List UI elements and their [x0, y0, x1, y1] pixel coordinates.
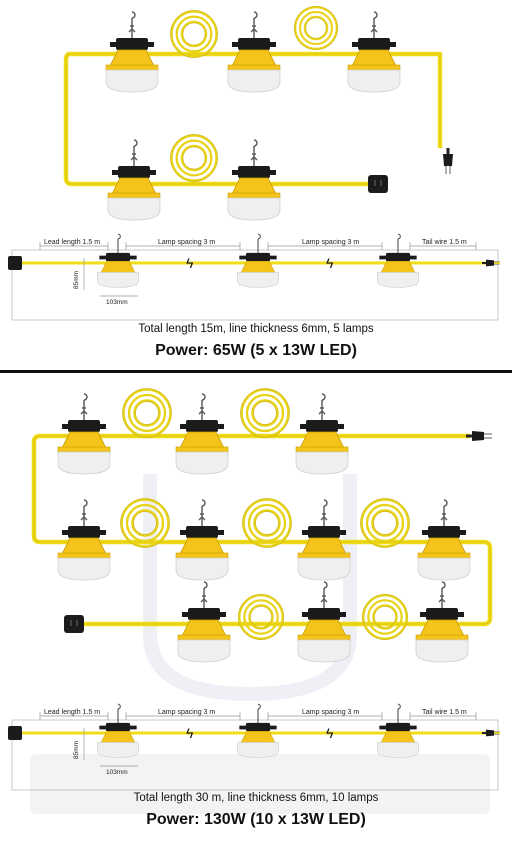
socket-icon	[64, 615, 84, 633]
width-dimension-label: 103mm	[106, 299, 128, 306]
top-panel: ϟ ϟ Lead length 1.5 m Lamp spacing 3 m L…	[0, 0, 512, 370]
lamp-icon	[96, 233, 140, 288]
socket-icon	[8, 726, 22, 740]
coil-icon	[359, 497, 411, 549]
bottom-string-diagram: ϟ ϟ Lead length 1.5 m Lamp spacing 3 m L…	[8, 387, 501, 791]
width-dimension-label: 103mm	[106, 769, 128, 776]
lamp-icon	[107, 139, 161, 221]
coil-icon	[293, 5, 339, 51]
plug-icon	[466, 429, 494, 443]
break-icon: ϟ	[186, 255, 194, 271]
lead-length-label: Lead length 1.5 m	[44, 709, 100, 716]
tail-wire-label: Tail wire 1.5 m	[422, 709, 467, 716]
break-icon: ϟ	[326, 725, 334, 741]
lamp-icon	[376, 233, 420, 288]
coil-icon	[169, 133, 219, 183]
lamp-icon	[96, 703, 140, 758]
coil-icon	[237, 593, 285, 641]
height-dimension-label: 85mm	[73, 741, 80, 759]
lamp-icon	[236, 703, 280, 758]
socket-icon	[368, 175, 388, 193]
tail-wire-label: Tail wire 1.5 m	[422, 239, 467, 246]
socket-icon	[8, 256, 22, 270]
break-icon: ϟ	[326, 255, 334, 271]
dimension-schematic: ϟ ϟ Lead length 1.5 m Lamp spacing 3 m L…	[8, 233, 501, 321]
coil-icon	[169, 9, 219, 59]
bottom-panel: ϟ ϟ Lead length 1.5 m Lamp spacing 3 m L…	[0, 374, 512, 850]
coil-icon	[361, 593, 409, 641]
coil-icon	[239, 387, 291, 439]
coil-icon	[121, 387, 173, 439]
lamp-spacing-label: Lamp spacing 3 m	[158, 709, 215, 716]
lamp-icon	[376, 703, 420, 758]
coil-icon	[241, 497, 293, 549]
plug-icon	[441, 148, 455, 176]
panel-divider	[0, 370, 512, 373]
break-icon: ϟ	[186, 725, 194, 741]
lamp-icon	[227, 139, 281, 221]
summary-text: Total length 15m, line thickness 6mm, 5 …	[138, 323, 374, 335]
power-rating: Power: 65W (5 x 13W LED)	[155, 342, 357, 359]
lead-length-label: Lead length 1.5 m	[44, 239, 100, 246]
lamp-spacing-label: Lamp spacing 3 m	[302, 239, 359, 246]
summary-text: Total length 30 m, line thickness 6mm, 1…	[133, 792, 379, 804]
coil-icon	[119, 497, 171, 549]
power-rating: Power: 130W (10 x 13W LED)	[146, 811, 366, 828]
top-string-diagram: ϟ ϟ Lead length 1.5 m Lamp spacing 3 m L…	[8, 5, 501, 321]
dimension-schematic: ϟ ϟ Lead length 1.5 m Lamp spacing 3 m L…	[8, 703, 501, 791]
height-dimension-label: 85mm	[73, 271, 80, 289]
lamp-spacing-label: Lamp spacing 3 m	[302, 709, 359, 716]
lamp-icon	[236, 233, 280, 288]
lamp-spacing-label: Lamp spacing 3 m	[158, 239, 215, 246]
